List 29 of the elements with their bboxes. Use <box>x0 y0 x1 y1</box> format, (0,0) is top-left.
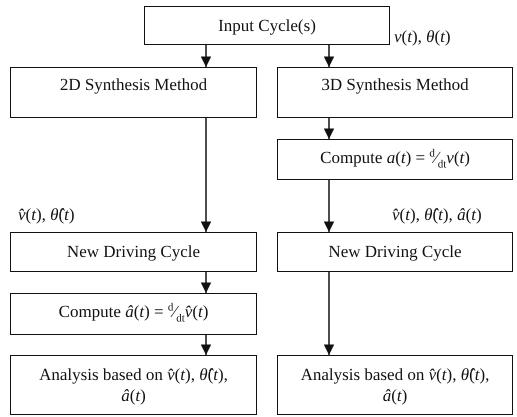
signal-label: v̂(t), θ̂(t), â(t) <box>392 205 482 225</box>
box-label: New Driving Cycle <box>66 241 200 263</box>
arrow <box>324 272 334 355</box>
arrow <box>324 45 334 67</box>
box-label: Analysis based on v̂(t), θ̂(t), â(t) <box>300 364 490 406</box>
signal-label: v̂(t), θ̂(t) <box>18 205 75 225</box>
box-label: Compute a(t) = $^{d}$⁄$_{dt}$v(t) <box>320 146 470 172</box>
arrow <box>200 118 212 232</box>
box-label: Analysis based on v̂(t), θ̂(t), â(t) <box>38 364 228 406</box>
process-box <box>10 67 257 118</box>
arrow <box>324 180 334 232</box>
arrow <box>324 118 334 139</box>
arrow <box>200 272 212 293</box>
box-label: 2D Synthesis Method <box>60 74 208 96</box>
arrow <box>200 45 212 67</box>
process-box <box>144 6 390 45</box>
arrow <box>200 335 212 355</box>
box-label: Input Cycle(s) <box>218 14 316 36</box>
process-box <box>10 293 257 335</box>
process-box <box>277 139 513 180</box>
box-label: Compute â(t) = $^{d}$⁄$_{dt}$v̂(t) <box>58 301 208 327</box>
process-box <box>10 232 257 272</box>
box-label: New Driving Cycle <box>328 241 462 263</box>
process-box <box>277 355 513 415</box>
process-box <box>277 67 513 118</box>
signal-label: v(t), θ(t) <box>394 27 451 47</box>
box-label: 3D Synthesis Method <box>321 74 469 96</box>
process-box <box>277 232 513 272</box>
process-box <box>10 355 257 415</box>
